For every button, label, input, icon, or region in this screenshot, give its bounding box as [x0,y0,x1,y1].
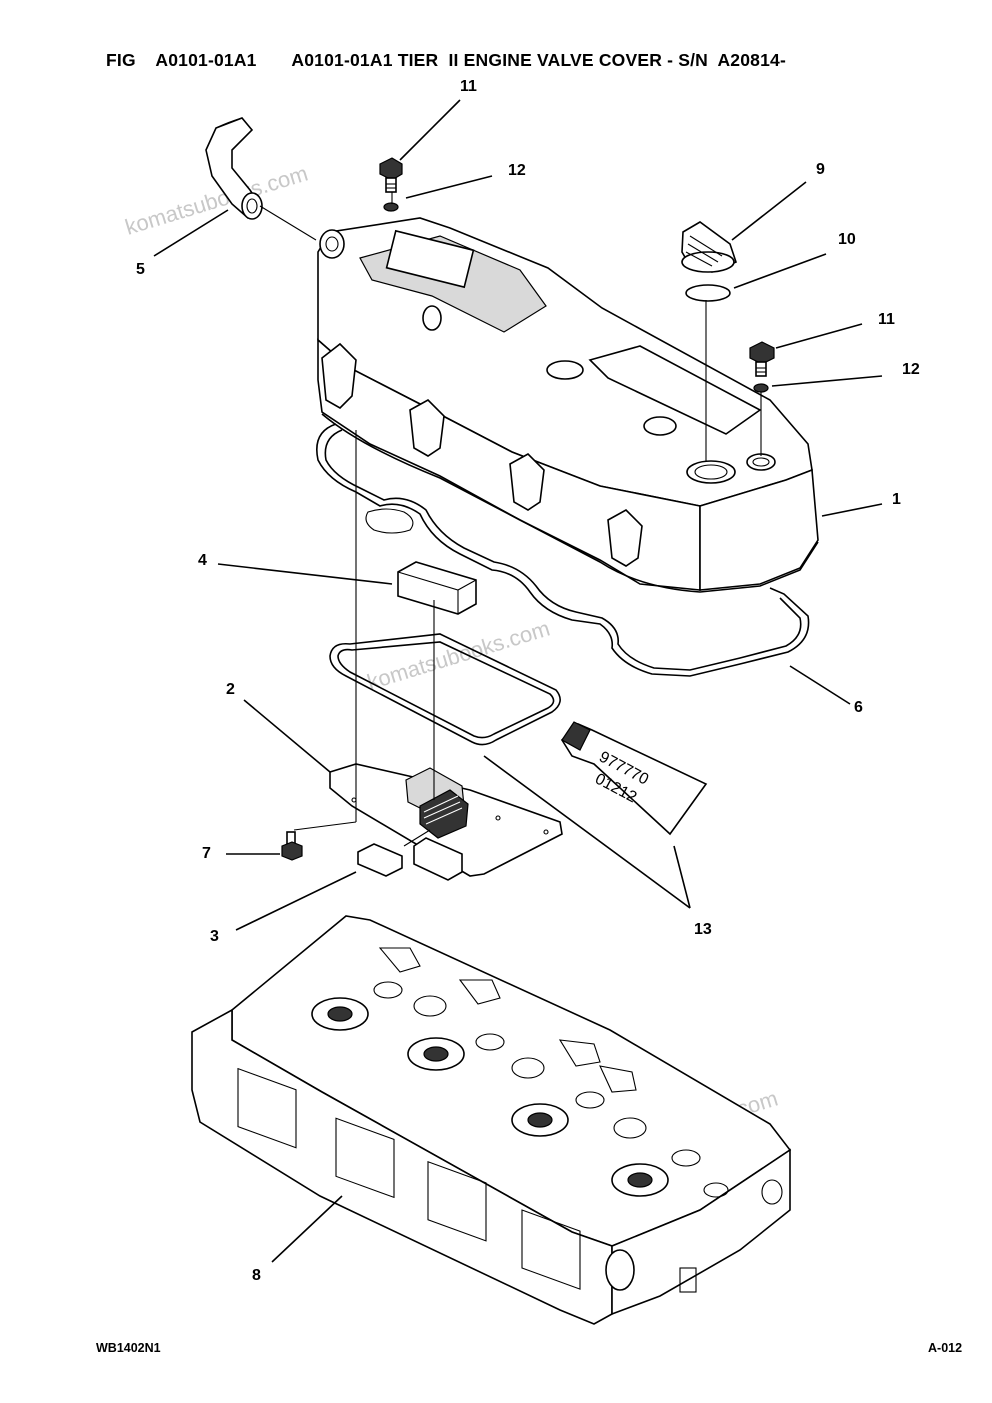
callout-12-top: 12 [508,162,526,179]
callout-1: 1 [892,491,901,508]
fig-code: A0101-01A1 [155,50,257,70]
bolt-part-11-top [379,157,403,193]
sealant-tube-part-13: 977770 01212 [560,721,708,836]
cylinder-head-part-8 [191,915,792,1325]
fig-label: FIG [106,50,136,70]
pad-part-3 [357,843,403,877]
washer-part-12-right [753,383,769,393]
callout-7: 7 [202,845,211,862]
page-number: A-012 [928,1341,963,1355]
bolt-part-11-right [749,341,775,377]
callout-8: 8 [252,1267,261,1284]
callout-9: 9 [816,161,825,178]
gasket-tab [365,508,414,534]
breather-plate-part-2 [329,763,563,881]
callout-3: 3 [210,928,219,945]
callout-11-right: 11 [878,311,895,328]
plate-gasket-part-2 [329,633,561,746]
callout-10: 10 [838,231,856,248]
oil-filler-cap-part-9 [681,221,737,273]
valve-cover-part-1 [317,217,819,593]
callout-2: 2 [226,681,235,698]
callout-12-right: 12 [902,361,920,378]
callout-6: 6 [854,699,863,716]
callout-4: 4 [198,552,207,569]
figure-title: A0101-01A1 TIER II ENGINE VALVE COVER - … [291,50,786,70]
figure-header: FIG A0101-01A1 A0101-01A1 TIER II ENGINE… [106,50,786,71]
callout-labels: 11 12 9 10 11 12 5 1 4 6 2 7 13 3 8 [136,78,920,1284]
washer-part-12-top [383,202,399,212]
breather-hose-part-5 [205,117,264,220]
drawing-id: WB1402N1 [96,1341,161,1355]
guide-lines [259,192,762,847]
leader-lines [153,99,883,1263]
o-ring-part-10 [685,284,731,302]
callout-11-top: 11 [460,78,477,95]
callout-13: 13 [694,921,712,938]
screw-part-7 [281,831,303,861]
callout-5: 5 [136,261,145,278]
block-part-4 [397,561,477,615]
cover-gasket-part-6 [316,423,810,677]
watermark: komatsubooks.com [364,615,553,694]
